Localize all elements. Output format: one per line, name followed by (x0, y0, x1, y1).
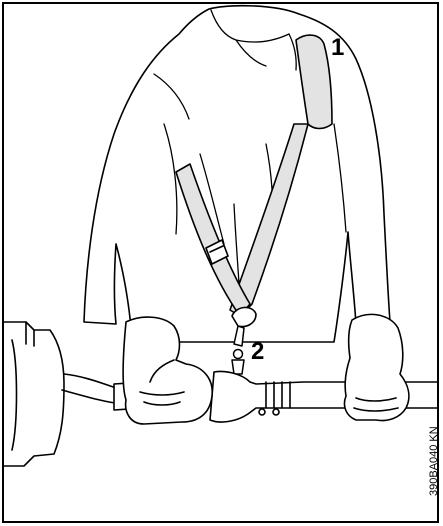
illustration-frame: 1 2 390BA040 KN (2, 2, 439, 523)
trimmer-engine (4, 322, 122, 466)
callout-suspension-hook: 2 (251, 340, 264, 364)
right-glove (344, 314, 408, 420)
harness-illustration (4, 4, 439, 523)
callout-shoulder-strap: 1 (331, 36, 344, 60)
figure-reference-code: 390BA040 KN (428, 426, 439, 496)
